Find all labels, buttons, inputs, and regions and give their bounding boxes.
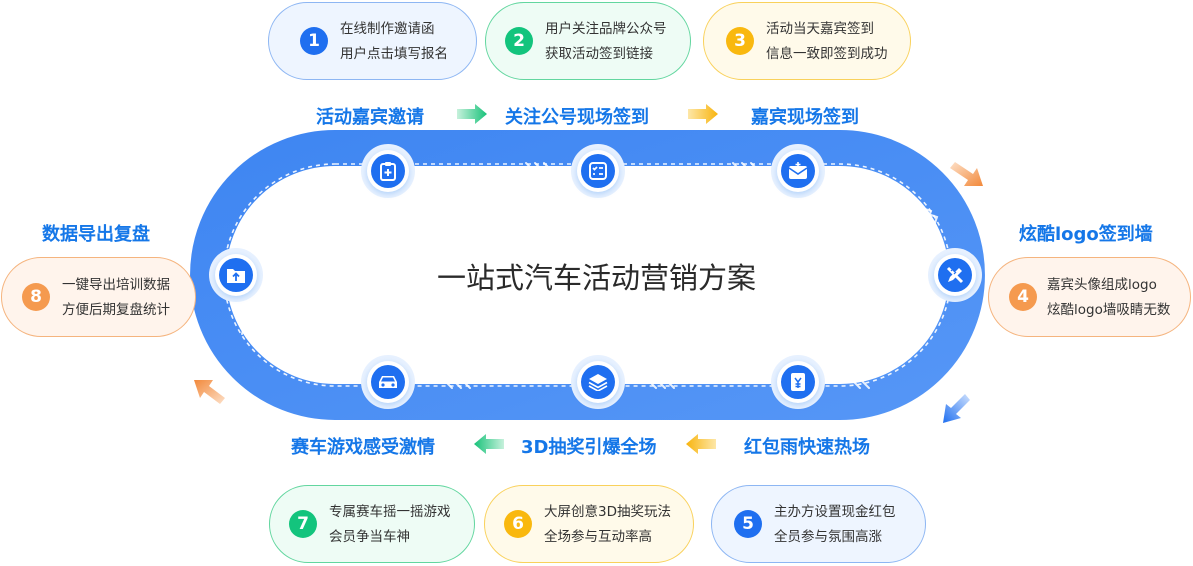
clipboard-plus-icon <box>380 162 396 181</box>
step-number: 3 <box>726 27 754 55</box>
step-number: 5 <box>734 510 762 538</box>
corner-arrow-7 <box>194 380 225 404</box>
step-line-2: 炫酷logo墙吸睛无数 <box>1047 301 1171 318</box>
station-invite <box>361 144 415 198</box>
station-follow <box>571 144 625 198</box>
checklist-icon <box>589 162 607 180</box>
flow-arrow-5 <box>686 434 716 454</box>
step-number: 8 <box>22 283 50 311</box>
flow-arrow-1 <box>457 104 487 124</box>
envelope-icon <box>788 162 808 179</box>
step-card-6: 6 大屏创意3D抽奖玩法 全场参与互动率高 <box>484 485 694 563</box>
step-line-1: 用户关注品牌公众号 <box>545 20 667 37</box>
step-line-1: 嘉宾头像组成logo <box>1047 276 1157 293</box>
step-line-1: 专属赛车摇一摇游戏 <box>329 503 451 520</box>
corner-arrow-4 <box>943 394 970 423</box>
station-logo-wall <box>928 248 982 302</box>
red-packet-yen-icon <box>791 373 805 391</box>
station-racing <box>361 355 415 409</box>
step-line-1: 在线制作邀请函 <box>340 20 435 37</box>
label-red-packet: 红包雨快速热场 <box>744 437 870 458</box>
step-line-2: 用户点击填写报名 <box>340 45 448 62</box>
layers-icon <box>588 374 608 391</box>
step-line-1: 一键导出培训数据 <box>62 276 170 293</box>
step-number: 6 <box>504 510 532 538</box>
diagram-title: 一站式汽车活动营销方案 <box>436 261 756 295</box>
step-line-1: 大屏创意3D抽奖玩法 <box>544 503 671 520</box>
step-card-1: 1 在线制作邀请函 用户点击填写报名 <box>268 2 477 80</box>
station-red-packet <box>771 355 825 409</box>
label-export: 数据导出复盘 <box>42 224 150 245</box>
station-checkin <box>771 144 825 198</box>
step-card-4: 4 嘉宾头像组成logo 炫酷logo墙吸睛无数 <box>988 257 1191 337</box>
step-card-3: 3 活动当天嘉宾签到 信息一致即签到成功 <box>703 2 911 80</box>
pencil-ruler-icon <box>946 266 964 284</box>
step-line-2: 全场参与互动率高 <box>544 528 652 545</box>
flow-arrow-6 <box>474 434 504 454</box>
step-line-2: 方便后期复盘统计 <box>62 301 170 318</box>
step-line-2: 会员争当车神 <box>329 528 410 545</box>
step-card-5: 5 主办方设置现金红包 全员参与氛围高涨 <box>711 485 926 563</box>
car-icon <box>379 376 397 388</box>
label-logo-wall: 炫酷logo签到墙 <box>1019 224 1153 245</box>
step-card-2: 2 用户关注品牌公众号 获取活动签到链接 <box>485 2 691 80</box>
step-number: 1 <box>300 27 328 55</box>
step-line-1: 活动当天嘉宾签到 <box>766 20 874 37</box>
label-racing: 赛车游戏感受激情 <box>291 437 435 458</box>
station-export <box>209 248 263 302</box>
step-number: 4 <box>1009 283 1037 311</box>
label-follow: 关注公号现场签到 <box>505 107 649 128</box>
label-checkin: 嘉宾现场签到 <box>751 107 859 128</box>
step-card-7: 7 专属赛车摇一摇游戏 会员争当车神 <box>269 485 475 563</box>
station-lottery <box>571 355 625 409</box>
corner-arrow-3 <box>950 162 983 186</box>
step-line-2: 获取活动签到链接 <box>545 45 653 62</box>
step-line-2: 信息一致即签到成功 <box>766 45 888 62</box>
step-line-1: 主办方设置现金红包 <box>774 503 896 520</box>
label-lottery: 3D抽奖引爆全场 <box>521 437 657 458</box>
step-number: 7 <box>289 510 317 538</box>
folder-upload-icon <box>227 269 245 283</box>
step-line-2: 全员参与氛围高涨 <box>774 528 882 545</box>
flow-arrow-2 <box>688 104 718 124</box>
step-card-8: 8 一键导出培训数据 方便后期复盘统计 <box>1 257 196 337</box>
step-number: 2 <box>505 27 533 55</box>
label-invite: 活动嘉宾邀请 <box>316 107 424 128</box>
